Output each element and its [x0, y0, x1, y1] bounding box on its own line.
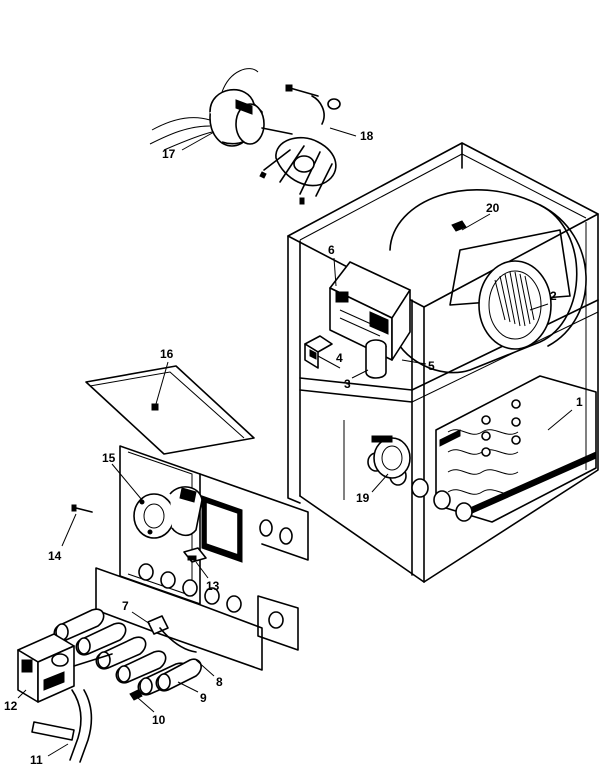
callout-16: 16: [160, 347, 174, 361]
blower-wheel-fins: [494, 271, 535, 327]
callout-9: 9: [200, 691, 207, 705]
motor-mount-bracket: [259, 84, 341, 205]
burner: [155, 658, 202, 692]
filter-access-panel: [85, 365, 255, 455]
gas-valve: [17, 633, 113, 703]
callout-3: 3: [344, 377, 351, 391]
blower-housing: [389, 189, 587, 374]
callout-12: 12: [4, 699, 18, 713]
burner: [75, 622, 127, 656]
heat-exchanger-fasteners: [481, 399, 521, 457]
gas-pipe: [31, 689, 93, 763]
igniter: [147, 615, 197, 653]
callout-labels: 1 2 3 4 5 6 7 8 9 10 11 12 13 14 15 16 1…: [4, 129, 583, 767]
callout-14: 14: [48, 549, 62, 563]
blower-motor: [149, 68, 293, 151]
callout-19: 19: [356, 491, 370, 505]
burner-assembly-panel: [95, 445, 309, 671]
burners: [53, 608, 202, 696]
pressure-switch: [133, 486, 203, 539]
orifice: [129, 689, 143, 701]
run-capacitor: [365, 339, 387, 379]
furnace-cabinet: [287, 142, 599, 583]
leader-lines: [17, 127, 573, 757]
callout-20: 20: [486, 201, 500, 215]
door-switch: [304, 335, 333, 369]
callout-17: 17: [162, 147, 176, 161]
callout-5: 5: [428, 359, 435, 373]
callout-13: 13: [206, 579, 220, 593]
inducer-blower: [371, 435, 411, 479]
callout-15: 15: [102, 451, 116, 465]
callout-2: 2: [550, 289, 557, 303]
burner: [115, 650, 167, 684]
callout-1: 1: [576, 395, 583, 409]
mounting-screw: [71, 504, 93, 513]
callout-8: 8: [216, 675, 223, 689]
callout-11: 11: [30, 753, 43, 767]
heat-exchanger: [435, 375, 597, 523]
burner: [53, 608, 105, 642]
burner-panel-openings: [138, 519, 293, 629]
callout-6: 6: [328, 243, 335, 257]
callout-7: 7: [122, 599, 129, 613]
callout-4: 4: [336, 351, 343, 365]
callout-10: 10: [152, 713, 166, 727]
limit-switch: [183, 547, 207, 563]
callout-18: 18: [360, 129, 374, 143]
